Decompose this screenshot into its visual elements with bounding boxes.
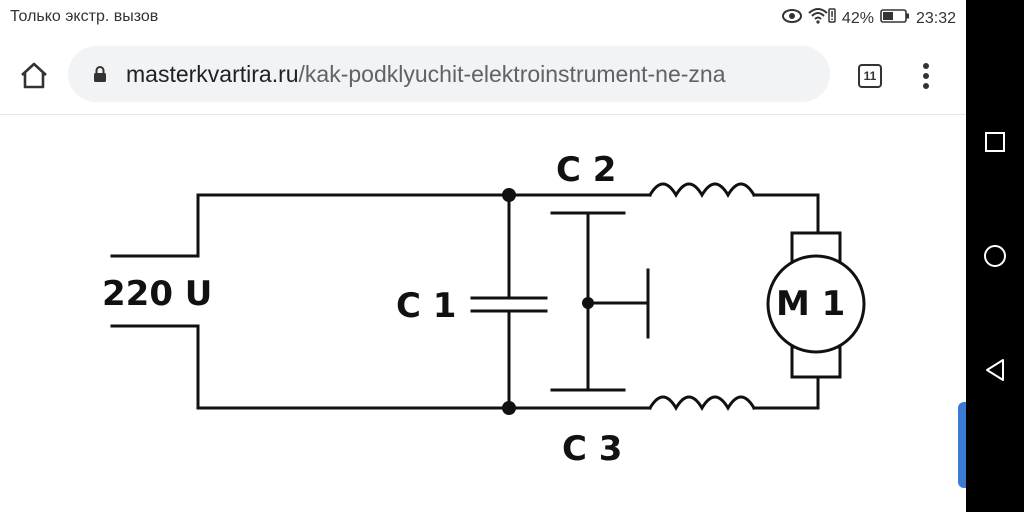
tabs-icon: 11 (858, 64, 882, 88)
url-domain: masterkvartira.ru (126, 61, 299, 87)
c2-label: C 2 (556, 150, 616, 190)
page-content: 220 U C 1 C 2 C 3 M 1 (0, 115, 966, 512)
system-nav-bar (966, 0, 1024, 512)
back-triangle-icon (986, 359, 1004, 381)
voltage-label: 220 U (102, 274, 212, 314)
circuit-diagram: 220 U C 1 C 2 C 3 M 1 (102, 150, 866, 469)
lock-icon (92, 65, 108, 87)
status-bar: Только экстр. вызов 42% 23:32 (0, 0, 966, 34)
battery-percent: 42% (841, 9, 874, 27)
c1-label: C 1 (396, 286, 456, 326)
junction-bottom (502, 401, 516, 415)
back-button[interactable] (975, 350, 1015, 390)
status-icons: 42% 23:32 (781, 7, 956, 30)
home-icon (21, 62, 47, 89)
motor-symbol (766, 254, 866, 354)
browser-toolbar: masterkvartira.ru/kak-podklyuchit-elektr… (0, 34, 966, 115)
home-button[interactable] (14, 56, 54, 96)
inductor-top (647, 182, 757, 198)
eye-icon (781, 9, 802, 28)
home-circle-icon (984, 245, 1006, 267)
status-time: 23:32 (915, 9, 956, 27)
overflow-menu-button[interactable] (910, 56, 942, 96)
junction-ground (582, 297, 594, 309)
home-nav-button[interactable] (975, 236, 1015, 276)
overflow-menu-icon (923, 63, 929, 89)
motor-label: M 1 (776, 284, 845, 324)
wifi-icon (808, 7, 836, 30)
scroll-handle[interactable] (958, 402, 966, 488)
address-bar[interactable]: masterkvartira.ru/kak-podklyuchit-elektr… (68, 46, 830, 102)
junction-top (502, 188, 516, 202)
c3-label: C 3 (562, 429, 622, 469)
battery-icon (880, 9, 910, 28)
url-path: /kak-podklyuchit-elektroinstrument-ne-zn… (298, 61, 726, 87)
inductor-bottom (647, 395, 757, 411)
recents-square-icon (985, 132, 1005, 152)
tab-switcher-button[interactable]: 11 (848, 58, 888, 94)
url-text: masterkvartira.ru/kak-podklyuchit-elektr… (126, 61, 726, 88)
recents-button[interactable] (975, 122, 1015, 162)
status-carrier-text: Только экстр. вызов (10, 8, 159, 25)
